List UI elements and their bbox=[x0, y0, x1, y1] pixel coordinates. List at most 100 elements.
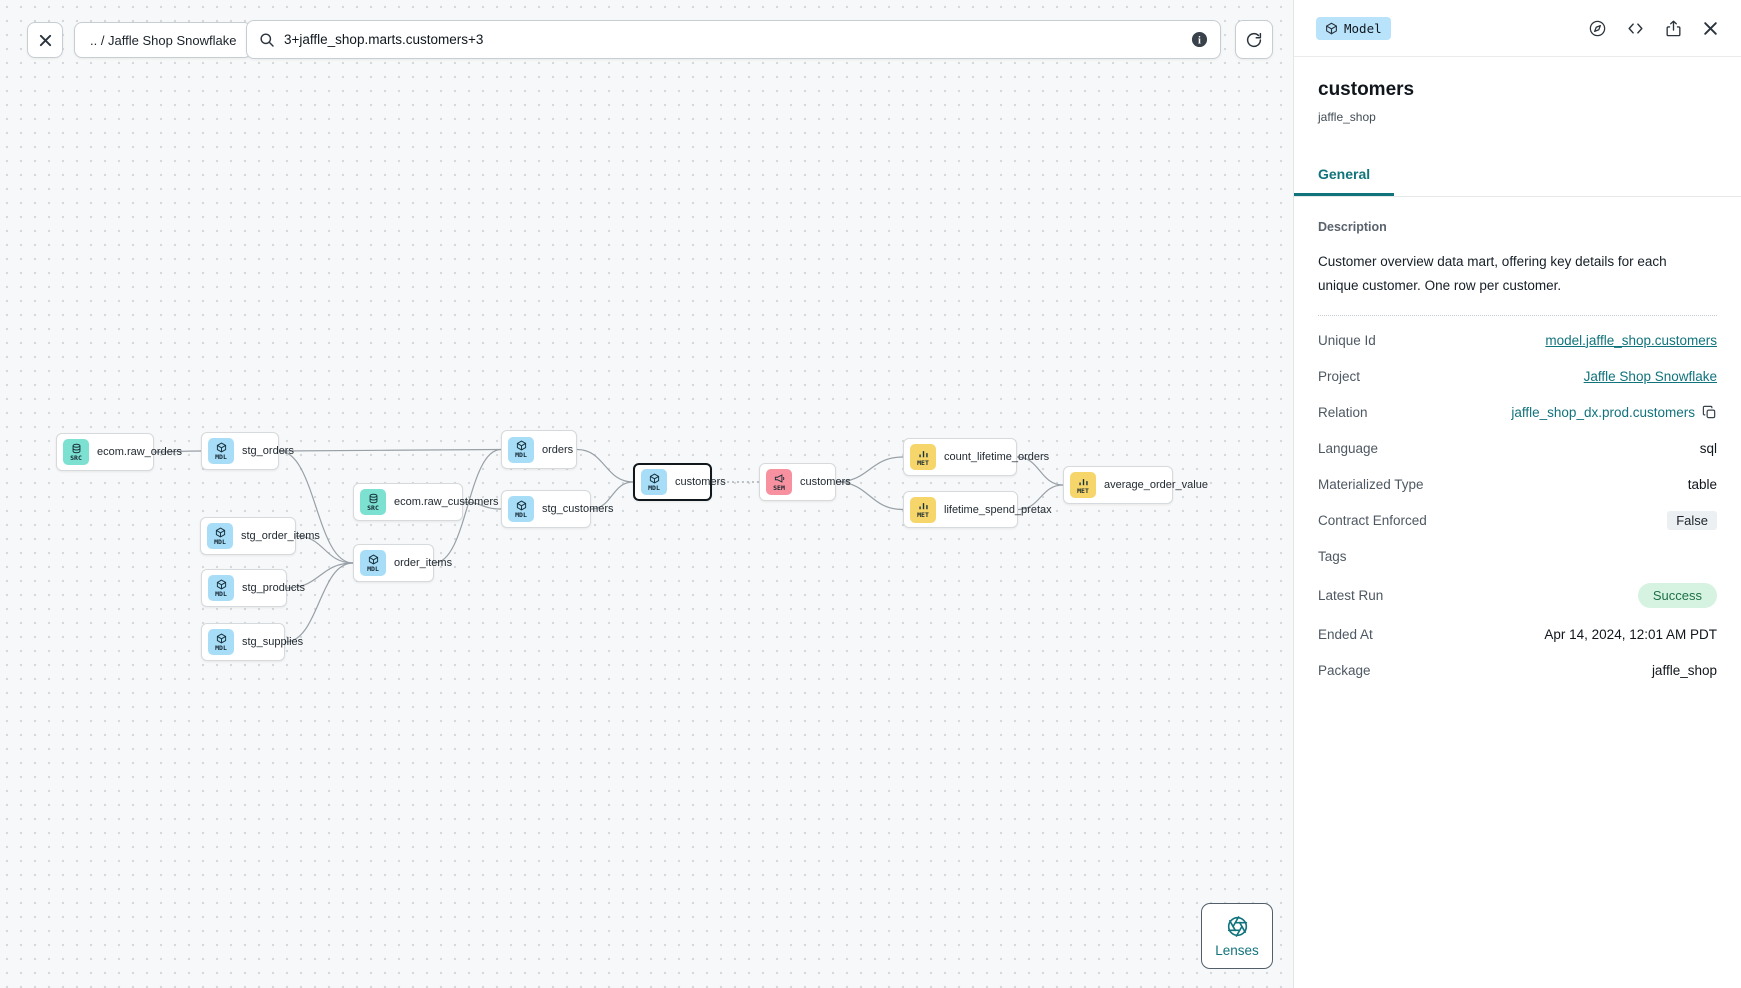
close-panel-icon[interactable] bbox=[1702, 20, 1719, 37]
detail-row: Tags bbox=[1318, 538, 1717, 574]
explore-compass-icon[interactable] bbox=[1588, 19, 1607, 38]
graph-node-label: order_items bbox=[394, 557, 453, 569]
detail-label: Materialized Type bbox=[1318, 476, 1424, 492]
latest-run-status-pill: Success bbox=[1637, 582, 1717, 608]
detail-label: Package bbox=[1318, 662, 1371, 678]
refresh-button[interactable] bbox=[1235, 20, 1273, 59]
relation-value: jaffle_shop_dx.prod.customers bbox=[1511, 404, 1695, 420]
aperture-icon bbox=[1227, 915, 1247, 937]
description-label: Description bbox=[1318, 220, 1387, 234]
breadcrumb[interactable]: .. / Jaffle Shop Snowflake bbox=[74, 22, 253, 58]
graph-node-raw_customers[interactable]: SRC ecom.raw_customers bbox=[353, 483, 499, 521]
graph-edge bbox=[462, 501, 502, 510]
graph-node-customers_sem[interactable]: SEM customers bbox=[759, 463, 851, 501]
mdl-node-icon: MDL bbox=[641, 469, 667, 495]
detail-label: Unique Id bbox=[1318, 332, 1376, 348]
resource-type-badge: Model bbox=[1316, 16, 1391, 40]
info-icon[interactable]: i bbox=[1191, 31, 1208, 48]
detail-row: Materialized Type table bbox=[1318, 466, 1717, 502]
graph-node-stg_customers[interactable]: MDL stg_customers bbox=[501, 490, 614, 528]
graph-node-label: customers bbox=[800, 476, 851, 488]
detail-link[interactable]: model.jaffle_shop.customers bbox=[1545, 332, 1717, 348]
details-panel: Model customers jaffle_shop General Desc… bbox=[1293, 0, 1741, 988]
graph-node-label: ecom.raw_customers bbox=[394, 496, 499, 508]
src-node-icon: SRC bbox=[360, 489, 386, 515]
graph-edge bbox=[835, 456, 904, 483]
mdl-node-icon: MDL bbox=[207, 523, 233, 549]
lenses-label: Lenses bbox=[1215, 942, 1259, 958]
graph-node-label: orders bbox=[542, 443, 574, 456]
graph-node-orders[interactable]: MDL orders bbox=[501, 430, 577, 469]
share-icon[interactable] bbox=[1664, 19, 1683, 38]
graph-node-stg_supplies[interactable]: MDL stg_supplies bbox=[201, 623, 303, 661]
met-node-icon: MET bbox=[910, 496, 936, 523]
graph-node-label: stg_order_items bbox=[241, 530, 320, 542]
mdl-node-icon: MDL bbox=[208, 438, 234, 464]
resource-type-label: Model bbox=[1344, 20, 1382, 36]
breadcrumb-label: .. / Jaffle Shop Snowflake bbox=[90, 32, 237, 48]
mdl-node-icon: MDL bbox=[508, 436, 534, 463]
graph-edge bbox=[284, 562, 354, 643]
detail-value: table bbox=[1687, 476, 1717, 492]
copy-icon[interactable] bbox=[1702, 405, 1717, 420]
svg-text:i: i bbox=[1198, 35, 1201, 46]
met-node-icon: MET bbox=[1070, 472, 1096, 498]
graph-edge bbox=[153, 450, 202, 453]
lineage-search[interactable]: i bbox=[246, 20, 1221, 59]
graph-node-label: stg_supplies bbox=[242, 636, 304, 648]
graph-edge bbox=[1016, 456, 1064, 486]
tab-general[interactable]: General bbox=[1294, 166, 1395, 196]
graph-edge bbox=[286, 562, 354, 589]
refresh-icon bbox=[1246, 32, 1262, 47]
graph-edge bbox=[295, 535, 354, 564]
close-icon bbox=[39, 34, 51, 46]
close-lineage-button[interactable] bbox=[27, 22, 63, 58]
divider bbox=[1318, 315, 1717, 316]
graph-node-label: count_lifetime_orders bbox=[944, 451, 1050, 463]
graph-node-customers[interactable]: MDL customers bbox=[633, 463, 726, 501]
src-node-icon: SRC bbox=[63, 439, 89, 465]
detail-label: Ended At bbox=[1318, 626, 1373, 642]
graph-edge bbox=[278, 448, 502, 452]
detail-label: Language bbox=[1318, 440, 1379, 456]
code-icon[interactable] bbox=[1626, 19, 1645, 38]
mdl-node-icon: MDL bbox=[208, 629, 234, 655]
graph-node-stg_order_items[interactable]: MDL stg_order_items bbox=[200, 517, 320, 555]
graph-node-stg_products[interactable]: MDL stg_products bbox=[201, 569, 305, 607]
graph-node-label: stg_products bbox=[242, 582, 305, 594]
graph-node-label: ecom.raw_orders bbox=[97, 446, 182, 458]
lenses-button[interactable]: Lenses bbox=[1201, 903, 1273, 969]
mdl-node-icon: MDL bbox=[508, 496, 534, 522]
graph-node-label: customers bbox=[675, 476, 726, 488]
panel-header: Model bbox=[1294, 0, 1741, 57]
graph-node-raw_orders[interactable]: SRC ecom.raw_orders bbox=[56, 433, 182, 471]
tab-bar: General bbox=[1294, 166, 1741, 197]
graph-edge bbox=[576, 448, 634, 483]
search-icon bbox=[260, 32, 274, 47]
graph-edge bbox=[1017, 484, 1064, 511]
detail-row: Relation jaffle_shop_dx.prod.customers bbox=[1318, 394, 1717, 430]
description-text: Customer overview data mart, offering ke… bbox=[1318, 254, 1667, 293]
sem-node-icon: SEM bbox=[766, 469, 792, 495]
mdl-node-icon: MDL bbox=[208, 575, 234, 601]
search-input[interactable] bbox=[284, 32, 1182, 47]
detail-link[interactable]: Jaffle Shop Snowflake bbox=[1583, 368, 1717, 384]
graph-node-label: stg_customers bbox=[542, 503, 614, 515]
package-subtitle: jaffle_shop bbox=[1318, 110, 1376, 124]
graph-edge bbox=[278, 450, 354, 564]
graph-edge bbox=[590, 481, 634, 510]
contract-enforced-badge: False bbox=[1667, 510, 1717, 530]
detail-label: Relation bbox=[1318, 404, 1368, 420]
detail-label: Tags bbox=[1318, 548, 1347, 564]
lineage-edges bbox=[153, 448, 1064, 643]
